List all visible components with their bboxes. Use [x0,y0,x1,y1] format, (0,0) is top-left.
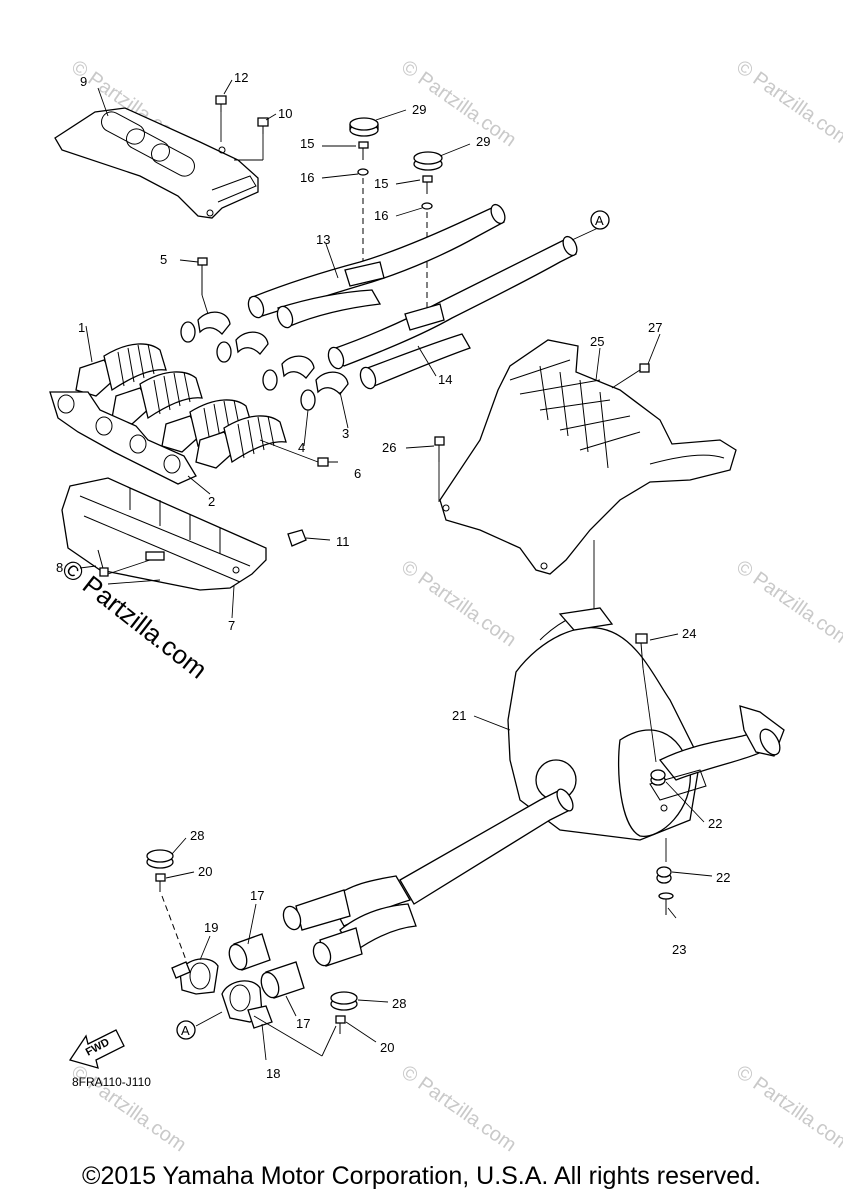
callout-18: 18 [266,1066,280,1081]
bolt-24 [635,633,657,763]
sleeve-17a [228,933,271,971]
heat-shield-upper [54,107,259,219]
muffler-21 [507,607,785,841]
clamp-set-3 [197,311,349,395]
reference-marker-a-bottom: A [176,1020,196,1040]
callout-28: 28 [190,828,204,843]
manifold-gasket-2 [49,391,197,485]
heat-shield-rear-25 [439,339,737,575]
nut-11 [287,529,331,547]
callout-14: 14 [438,372,452,387]
callout-29: 29 [476,134,490,149]
callout-17: 17 [250,888,264,903]
callout-3: 3 [342,426,349,441]
gasket-set-4 [180,321,316,411]
bolt-23 [658,838,674,915]
watermark-small: © Partzilla.com [397,556,520,651]
callout-5: 5 [160,252,167,267]
callout-20: 20 [198,864,212,879]
leader-lines [79,79,713,1061]
callout-labels: 12 10 29 29 15 16 15 16 13 14 9 5 1 3 4 … [56,70,730,1081]
rubber-cap-28b [330,991,358,1011]
watermark-small: © Partzilla.com [732,556,843,651]
rubber-cap-29b [413,151,443,171]
callout-29: 29 [412,102,426,117]
callout-15: 15 [300,136,314,151]
fwd-arrow-icon: FWD [68,1029,125,1069]
bolt-27 [611,363,650,389]
watermark-layer: © Partzilla.com © Partzilla.com © Partzi… [67,56,843,1156]
callout-19: 19 [204,920,218,935]
watermark-small: © Partzilla.com [397,1061,520,1156]
callout-4: 4 [298,440,305,455]
exhaust-pipe-13 [247,203,506,329]
callout-23: 23 [672,942,686,957]
callout-22: 22 [708,816,722,831]
bolt-12 [215,95,227,142]
exhaust-pipe-14 [327,235,578,390]
heat-shield-lower-7 [61,477,267,591]
callout-12: 12 [234,70,248,85]
callout-28: 28 [392,996,406,1011]
callout-9: 9 [80,74,87,89]
bolt-6 [259,439,338,467]
bolt-15b [421,175,433,310]
reference-marker-a-top: A [590,210,610,230]
callout-7: 7 [228,618,235,633]
callout-25: 25 [590,334,604,349]
callout-26: 26 [382,440,396,455]
callout-8: 8 [56,560,63,575]
bolt-20a [155,873,187,961]
watermark-small: © Partzilla.com [732,1061,843,1156]
clamp-19 [171,958,219,995]
callout-16: 16 [300,170,314,185]
bolt-15a [357,141,369,270]
front-pipe-assembly [282,788,574,967]
bolt-26 [434,436,445,502]
callout-24: 24 [682,626,696,641]
callout-11: 11 [336,534,350,549]
clamp-18 [221,980,273,1029]
callout-21: 21 [452,708,466,723]
diagram-code: 8FRA110-J110 [72,1075,151,1089]
marker-a-label: A [181,1023,190,1038]
sleeve-17b [260,961,305,999]
bolt-5 [197,257,209,315]
bolt-10 [234,117,269,161]
callout-2: 2 [208,494,215,509]
callout-15: 15 [374,176,388,191]
screw-8 [97,549,109,577]
exhaust-manifold-1 [75,343,287,469]
callout-27: 27 [648,320,662,335]
callout-22: 22 [716,870,730,885]
callout-6: 6 [354,466,361,481]
callout-17: 17 [296,1016,310,1031]
rubber-cap-28a [146,849,174,869]
damper-22b [656,866,672,884]
damper-22a [650,769,666,786]
copyright-notice: ©2015 Yamaha Motor Corporation, U.S.A. A… [82,1162,761,1190]
watermark-small: © Partzilla.com [732,56,843,151]
callout-16: 16 [374,208,388,223]
callout-13: 13 [316,232,330,247]
callout-20: 20 [380,1040,394,1055]
callout-10: 10 [278,106,292,121]
bolt-20b [335,1015,346,1034]
callout-1: 1 [78,320,85,335]
marker-a-label: A [595,213,604,228]
rubber-cap-29a [349,117,379,137]
